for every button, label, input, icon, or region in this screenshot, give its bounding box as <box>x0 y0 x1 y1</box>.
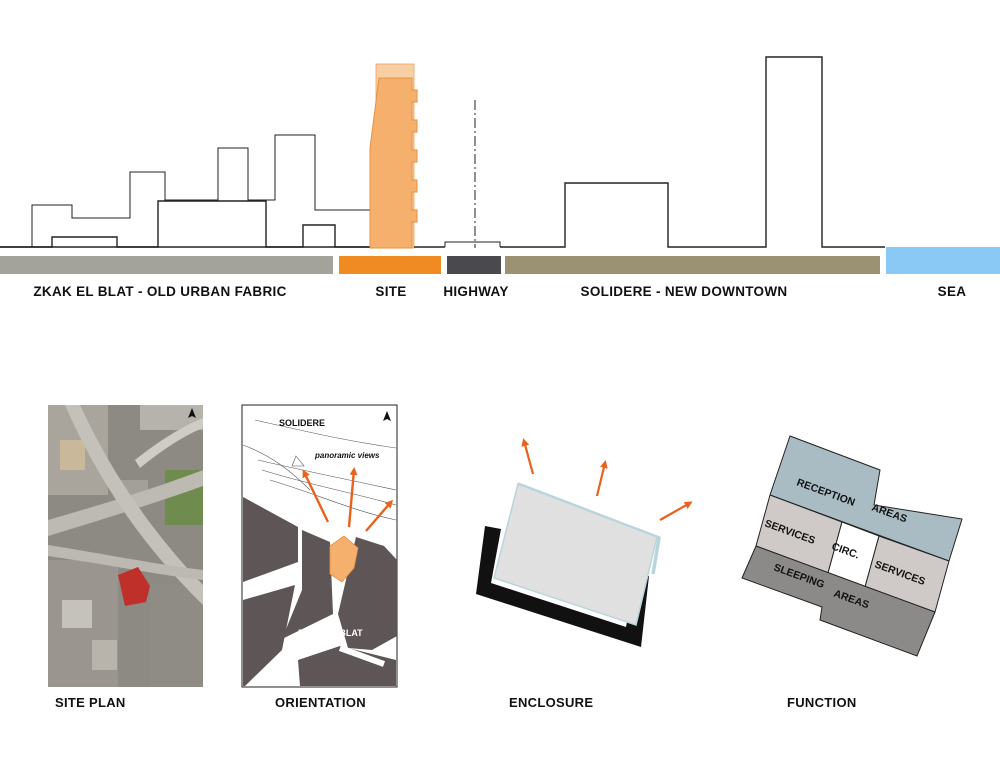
old-fabric-solid-outline <box>0 200 370 248</box>
enclosure-arrow-3 <box>659 501 693 521</box>
zone-label-highway: HIGHWAY <box>443 284 509 299</box>
mass-center <box>282 530 333 639</box>
site-plan-image <box>48 405 203 687</box>
enclosure-diagram <box>476 438 693 647</box>
zone-sleeping <box>741 545 936 657</box>
function-diagram: RECEPTION AREAS SERVICES CIRC. SERVICES … <box>741 435 963 657</box>
highway-deck <box>444 241 501 247</box>
sea-block <box>886 247 1000 274</box>
section-diagram <box>0 56 1000 274</box>
mass-south <box>298 646 396 686</box>
site-footprint <box>329 535 359 583</box>
panel-label-function: FUNCTION <box>787 695 857 710</box>
zone-bar-highway <box>447 256 501 274</box>
north-arrow-icon <box>188 408 196 418</box>
enclosure-solid-wall <box>476 526 649 647</box>
zone-label-site: SITE <box>375 284 407 299</box>
zone-label-old-fabric: ZKAK EL BLAT - OLD URBAN FABRIC <box>33 284 287 299</box>
orientation-map: SOLIDERE panoramic views ZKAK EL BLAT <box>241 404 398 688</box>
panel-label-orientation: ORIENTATION <box>275 695 366 710</box>
north-arrow-icon <box>383 411 391 421</box>
site-tower <box>369 77 418 249</box>
zone-bar-old-fabric <box>0 256 333 274</box>
view-arrow-2 <box>347 467 358 528</box>
zone-label-solidere: SOLIDERE - NEW DOWNTOWN <box>580 284 788 299</box>
zone-bar-site <box>339 256 441 274</box>
enclosure-arrow-2 <box>595 460 608 497</box>
orientation-top-label: SOLIDERE <box>279 418 325 428</box>
zone-label-sea: SEA <box>937 284 967 299</box>
orientation-bottom-label: ZKAK EL BLAT <box>298 628 363 638</box>
mass-west <box>243 497 298 582</box>
view-arrow-1 <box>302 469 330 523</box>
old-fabric-skyline <box>0 134 371 248</box>
panel-label-site-plan: SITE PLAN <box>55 695 126 710</box>
mass-south-west <box>243 585 295 686</box>
solidere-skyline <box>500 56 885 248</box>
zone-bar-solidere <box>505 256 880 274</box>
site-plot <box>118 567 150 606</box>
enclosure-interior <box>493 482 658 626</box>
orientation-views-label: panoramic views <box>314 451 380 460</box>
panel-label-enclosure: ENCLOSURE <box>509 695 594 710</box>
view-arrow-3 <box>365 499 393 532</box>
enclosure-arrow-1 <box>521 438 535 475</box>
